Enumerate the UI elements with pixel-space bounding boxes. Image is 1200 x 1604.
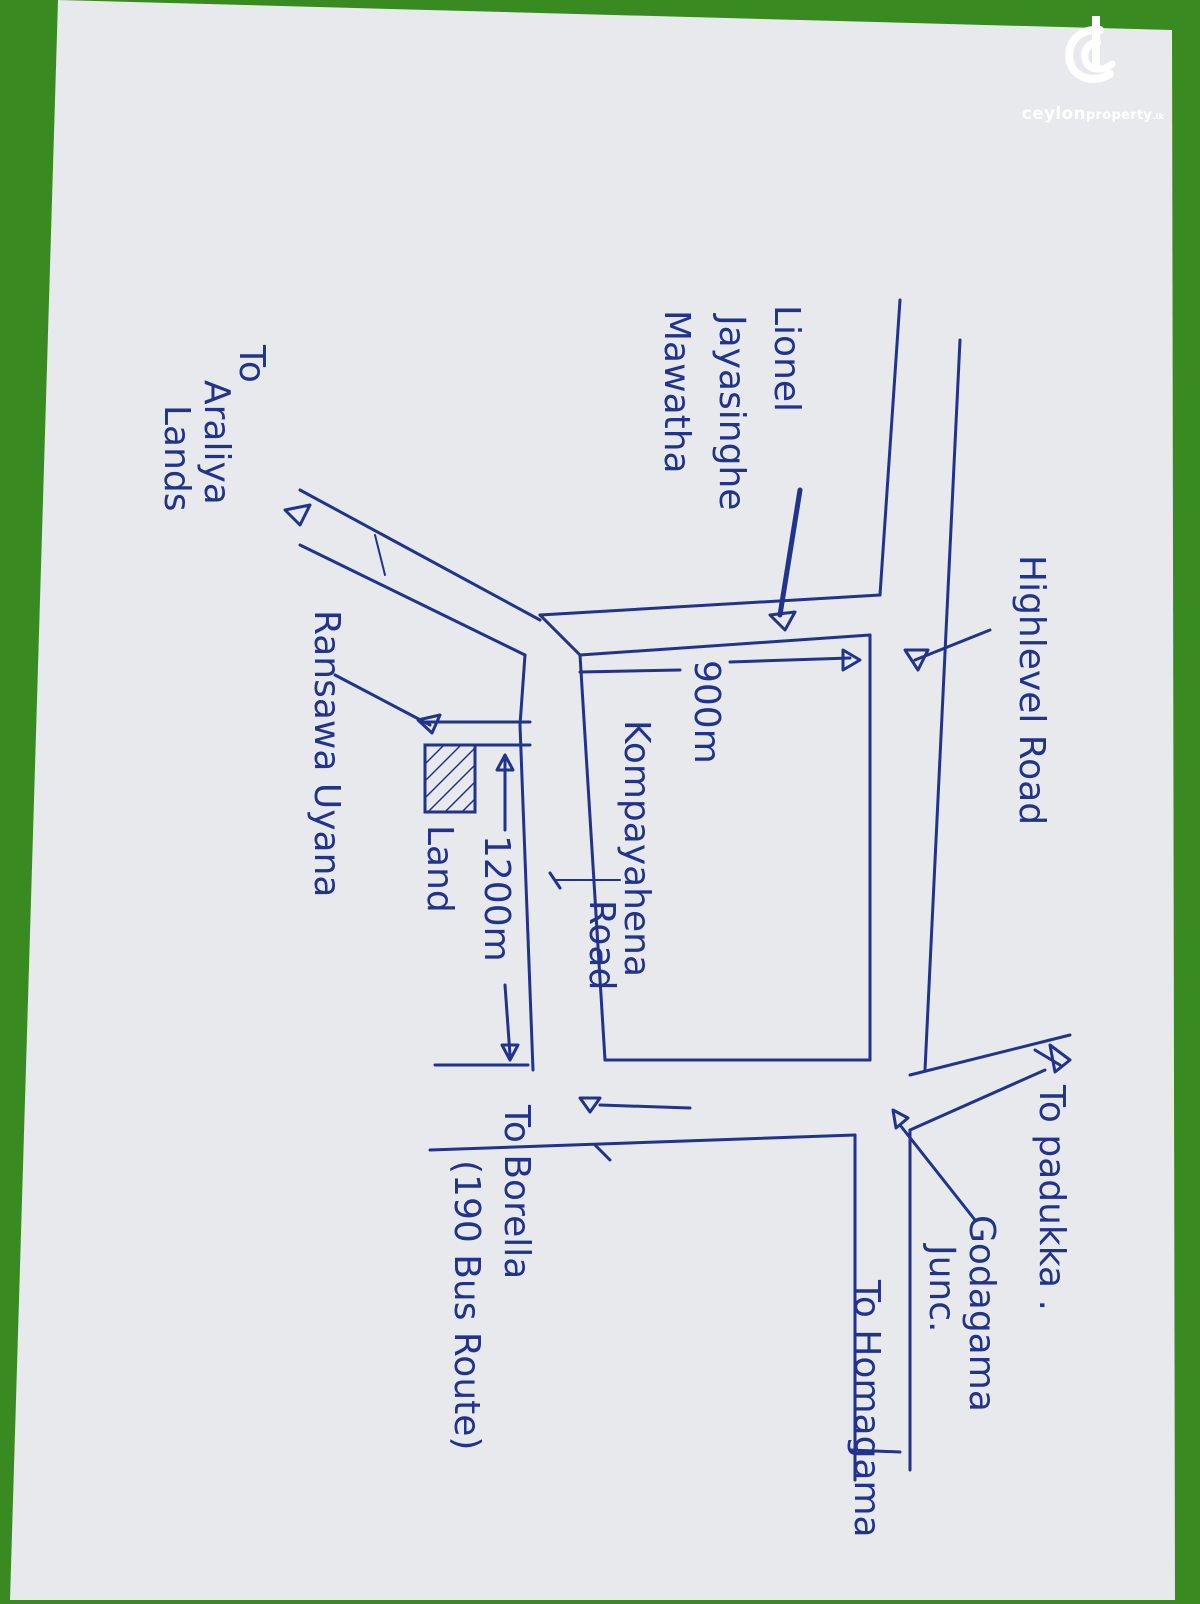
logo-sub-text: property <box>1085 108 1153 123</box>
label-kompayahena-1: Kompayahena <box>616 720 657 977</box>
paper-sheet <box>10 0 1175 1600</box>
ceylonproperty-logo-icon <box>1065 16 1116 83</box>
label-to-araliya-2: Araliya <box>196 380 237 505</box>
logo-tld-text: .lk <box>1152 112 1165 121</box>
araliya-road-north <box>298 488 542 622</box>
label-godagama-2: Junc. <box>921 1243 962 1333</box>
logo-main-text: ceylon <box>1021 104 1086 124</box>
kompayahena-road-north <box>578 633 872 657</box>
label-1200m: 1200m <box>476 835 517 962</box>
land-plot <box>423 743 477 814</box>
logo-wordmark: ceylonproperty.lk <box>1008 104 1178 124</box>
label-to-borella-2: (190 Bus Route) <box>446 1160 487 1450</box>
map-labels: Highlevel Road Lionel Jayasinghe Mawatha… <box>156 305 1072 1538</box>
label-to-borella-1: To Borella <box>496 1104 537 1279</box>
lionel-mawatha-edge-north <box>538 593 882 617</box>
highlevel-road-edge-east <box>923 338 962 1072</box>
label-land: Land <box>419 825 460 913</box>
roads <box>283 298 1072 1482</box>
highlevel-road-edge-west <box>878 298 902 597</box>
land-road-east <box>518 653 535 1072</box>
label-lionel-line1: Lionel <box>766 305 807 412</box>
label-900m: 900m <box>686 660 727 764</box>
label-to-araliya-3: Lands <box>156 405 197 512</box>
label-to-homagama: To Homagama <box>846 1279 887 1538</box>
lionel-pointer <box>777 487 803 618</box>
label-ransawa-uyana: Ransawa Uyana <box>306 610 347 897</box>
label-lionel-line3: Mawatha <box>656 310 697 474</box>
label-lionel-line2: Jayasinghe <box>711 313 752 510</box>
label-kompayahena-2: Road <box>581 900 622 990</box>
label-to-araliya-1: To <box>231 344 272 383</box>
araliya-road-south <box>298 543 527 657</box>
ceylonproperty-logo: ceylonproperty.lk <box>1008 12 1178 132</box>
borella-road <box>428 1133 857 1152</box>
label-to-padukka: To padukka . <box>1031 1084 1072 1311</box>
label-high-level-road: Highlevel Road <box>1011 555 1052 825</box>
label-godagama-1: Godagama <box>961 1215 1002 1412</box>
